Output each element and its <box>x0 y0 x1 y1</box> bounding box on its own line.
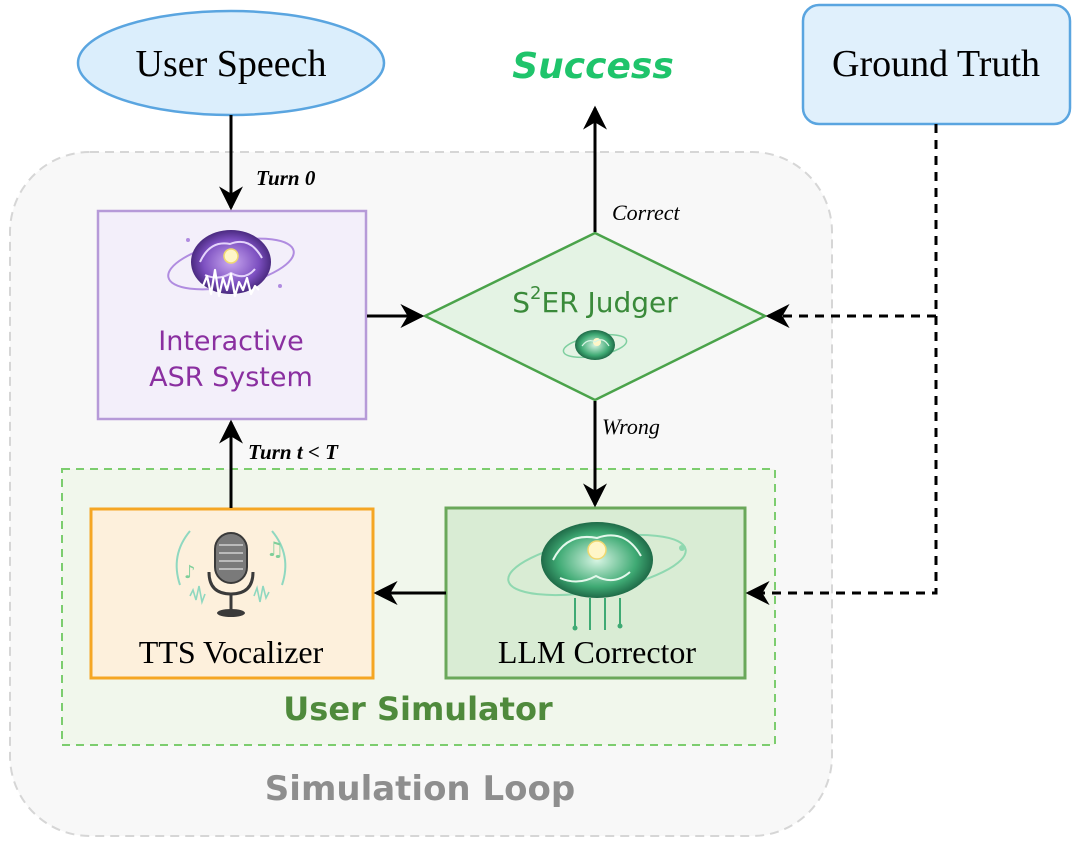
judger-label-rest: ER Judger <box>541 286 678 319</box>
asr-label-line1: Interactive <box>158 326 303 357</box>
user-simulator-label: User Simulator <box>283 690 553 728</box>
edge-label-turn-t: Turn t < T <box>248 440 339 464</box>
success-label: Success <box>512 46 674 87</box>
judger-node <box>422 231 768 402</box>
ground-truth-label: Ground Truth <box>832 43 1040 85</box>
simulation-loop-label: Simulation Loop <box>265 769 575 809</box>
asr-label-line2: ASR System <box>149 362 313 393</box>
asr-brain-icon <box>167 230 295 298</box>
svg-text:♪: ♪ <box>184 562 196 583</box>
tts-vocalizer-label: TTS Vocalizer <box>139 634 324 670</box>
svg-text:♫: ♫ <box>266 537 284 561</box>
edge-label-wrong: Wrong <box>602 414 660 439</box>
llm-brain-icon <box>507 522 687 631</box>
edge-label-correct: Correct <box>612 200 681 225</box>
judger-label-s: S <box>512 286 530 319</box>
judger-label-sup: 2 <box>530 283 541 304</box>
dashed-line-ground-truth-to-llm <box>745 316 938 605</box>
judger-brain-icon <box>562 330 628 360</box>
user-speech-label: User Speech <box>136 43 327 85</box>
judger-label: S2ER Judger <box>512 283 678 319</box>
edge-label-turn0: Turn 0 <box>256 166 316 190</box>
microphone-icon: ♪ ♫ <box>175 530 287 617</box>
llm-corrector-label: LLM Corrector <box>498 634 697 670</box>
